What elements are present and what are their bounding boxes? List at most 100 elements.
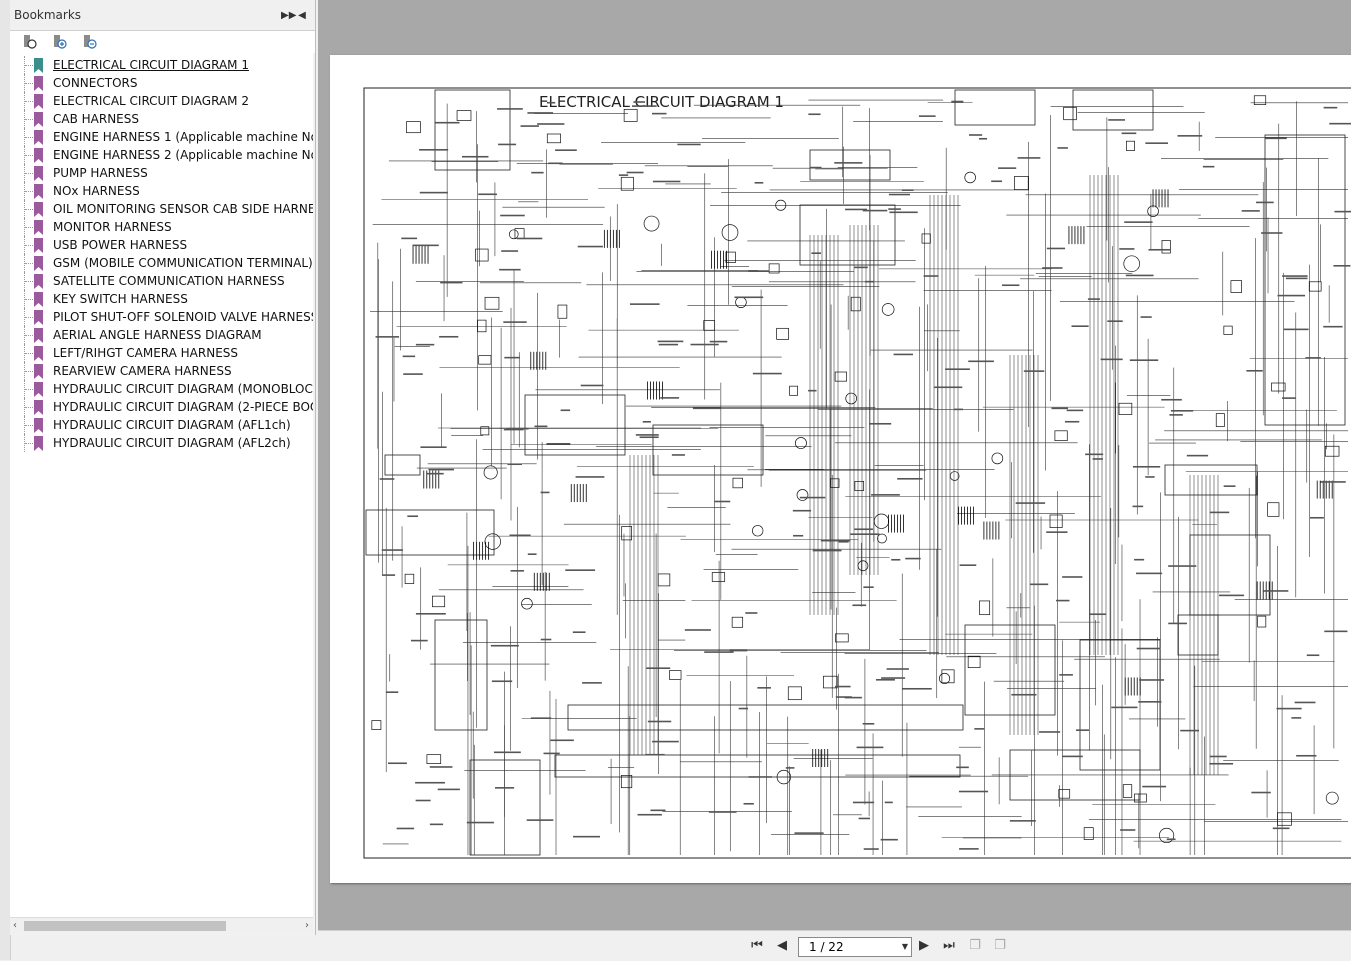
add-bookmark-icon[interactable] <box>52 34 68 50</box>
tree-connector <box>24 56 35 74</box>
bookmarks-title: Bookmarks <box>14 8 82 22</box>
bookmark-icon <box>34 327 43 343</box>
tree-connector <box>24 326 35 344</box>
expand-panel-icon[interactable]: ▶▶ <box>281 9 297 21</box>
bookmark-item[interactable]: HYDRAULIC CIRCUIT DIAGRAM (AFL1ch) <box>10 416 313 434</box>
find-bookmark-icon[interactable] <box>82 34 98 50</box>
bookmark-label: LEFT/RIHGT CAMERA HARNESS <box>53 346 239 360</box>
bookmark-item[interactable]: SATELLITE COMMUNICATION HARNESS <box>10 272 313 290</box>
tree-connector <box>24 182 35 200</box>
bookmark-label: HYDRAULIC CIRCUIT DIAGRAM (AFL2ch) <box>53 436 291 450</box>
bookmark-icon <box>34 417 43 433</box>
tree-connector <box>24 200 35 218</box>
bookmark-item[interactable]: NOx HARNESS <box>10 182 313 200</box>
single-page-icon[interactable]: ❐ <box>969 938 981 953</box>
bookmark-label: SATELLITE COMMUNICATION HARNESS <box>53 274 285 288</box>
bookmark-icon <box>34 111 43 127</box>
tree-connector <box>24 434 35 452</box>
bookmark-label: MONITOR HARNESS <box>53 220 172 234</box>
bookmark-icon <box>34 93 43 109</box>
bookmark-icon <box>34 345 43 361</box>
tree-connector <box>24 236 35 254</box>
scroll-left-icon[interactable]: ‹ <box>13 920 17 931</box>
bookmark-item[interactable]: GSM (MOBILE COMMUNICATION TERMINAL) HA <box>10 254 313 272</box>
bookmarks-header: Bookmarks ▶▶ ◀ <box>10 0 315 30</box>
tree-connector <box>24 146 35 164</box>
first-page-icon[interactable]: ⏮ <box>751 938 763 953</box>
last-page-icon[interactable]: ⏭ <box>943 938 955 953</box>
tree-connector <box>24 344 35 362</box>
bookmark-label: HYDRAULIC CIRCUIT DIAGRAM (AFL1ch) <box>53 418 291 432</box>
bookmark-icon <box>34 435 43 451</box>
document-view[interactable]: ELECTRICAL CIRCUIT DIAGRAM 1 <box>318 0 1351 930</box>
bookmark-item[interactable]: ELECTRICAL CIRCUIT DIAGRAM 2 <box>10 92 313 110</box>
tree-connector <box>24 128 35 146</box>
bookmark-item[interactable]: PUMP HARNESS <box>10 164 313 182</box>
tree-connector <box>24 308 35 326</box>
bookmark-label: HYDRAULIC CIRCUIT DIAGRAM (2-PIECE BOOM <box>53 400 313 414</box>
two-page-icon[interactable]: ❐ <box>994 938 1006 953</box>
bookmark-item[interactable]: CAB HARNESS <box>10 110 313 128</box>
expand-bookmark-icon[interactable] <box>22 34 38 50</box>
bookmark-item[interactable]: PILOT SHUT-OFF SOLENOID VALVE HARNESS <box>10 308 313 326</box>
prev-page-icon[interactable]: ◀ <box>777 938 787 953</box>
bookmark-label: ELECTRICAL CIRCUIT DIAGRAM 2 <box>53 94 249 108</box>
bookmark-icon <box>34 129 43 145</box>
bookmark-item[interactable]: ENGINE HARNESS 2 (Applicable machine No.… <box>10 146 313 164</box>
tree-connector <box>24 218 35 236</box>
bookmark-icon <box>34 255 43 271</box>
bookmark-label: NOx HARNESS <box>53 184 140 198</box>
bookmark-item[interactable]: HYDRAULIC CIRCUIT DIAGRAM (2-PIECE BOOM <box>10 398 313 416</box>
bookmark-item[interactable]: OIL MONITORING SENSOR CAB SIDE HARNESS <box>10 200 313 218</box>
bookmark-item[interactable]: HYDRAULIC CIRCUIT DIAGRAM (MONOBLOCK B <box>10 380 313 398</box>
diagram-title: ELECTRICAL CIRCUIT DIAGRAM 1 <box>539 93 784 111</box>
bookmark-item[interactable]: CONNECTORS <box>10 74 313 92</box>
page-number-input[interactable]: 1 / 22 ▼ <box>798 937 912 957</box>
bookmark-item[interactable]: AERIAL ANGLE HARNESS DIAGRAM <box>10 326 313 344</box>
horizontal-scrollbar[interactable]: ‹ › <box>10 917 313 934</box>
circuit-diagram: ELECTRICAL CIRCUIT DIAGRAM 1 <box>363 87 1351 859</box>
page-indicator: 1 / 22 <box>809 940 844 954</box>
bookmark-icon <box>34 309 43 325</box>
bookmark-item[interactable]: LEFT/RIHGT CAMERA HARNESS <box>10 344 313 362</box>
bookmark-item[interactable]: HYDRAULIC CIRCUIT DIAGRAM (AFL2ch) <box>10 434 313 452</box>
bookmark-item[interactable]: KEY SWITCH HARNESS <box>10 290 313 308</box>
bookmark-icon <box>34 381 43 397</box>
bookmark-label: KEY SWITCH HARNESS <box>53 292 188 306</box>
bookmark-icon <box>34 147 43 163</box>
tree-connector <box>24 254 35 272</box>
bookmark-item[interactable]: REARVIEW CAMERA HARNESS <box>10 362 313 380</box>
bookmark-label: ENGINE HARNESS 2 (Applicable machine No.… <box>53 148 313 162</box>
bookmark-icon <box>34 273 43 289</box>
bookmark-label: CONNECTORS <box>53 76 138 90</box>
bookmark-icon <box>34 183 43 199</box>
chevron-down-icon[interactable]: ▼ <box>901 942 908 951</box>
bookmark-label: CAB HARNESS <box>53 112 139 126</box>
tree-connector <box>24 110 35 128</box>
bookmark-icon <box>34 237 43 253</box>
collapse-panel-icon[interactable]: ◀ <box>298 9 306 21</box>
bookmarks-panel: Bookmarks ▶▶ ◀ ELECTRICAL CIRCUIT DIAGRA… <box>10 0 316 935</box>
bookmark-item[interactable]: MONITOR HARNESS <box>10 218 313 236</box>
bookmark-item[interactable]: USB POWER HARNESS <box>10 236 313 254</box>
tree-connector <box>24 416 35 434</box>
scrollbar-thumb[interactable] <box>24 921 226 931</box>
bookmark-label: REARVIEW CAMERA HARNESS <box>53 364 232 378</box>
page-navigation-bar: ⏮ ◀ 1 / 22 ▼ ▶ ⏭ ❐ ❐ <box>318 930 1351 961</box>
bookmark-label: ENGINE HARNESS 1 (Applicable machine No.… <box>53 130 313 144</box>
bookmark-icon <box>34 363 43 379</box>
bookmark-icon <box>34 165 43 181</box>
tree-connector <box>24 380 35 398</box>
bookmark-icon <box>34 291 43 307</box>
next-page-icon[interactable]: ▶ <box>919 938 929 953</box>
scroll-right-icon[interactable]: › <box>305 920 309 931</box>
bookmark-item[interactable]: ENGINE HARNESS 1 (Applicable machine No.… <box>10 128 313 146</box>
tree-connector <box>24 74 35 92</box>
tree-connector <box>24 92 35 110</box>
bookmarks-list: ELECTRICAL CIRCUIT DIAGRAM 1 CONNECTORS EL… <box>10 53 313 917</box>
bookmark-item[interactable]: ELECTRICAL CIRCUIT DIAGRAM 1 <box>10 56 313 74</box>
bookmark-icon <box>34 399 43 415</box>
tree-connector <box>24 362 35 380</box>
pdf-page: ELECTRICAL CIRCUIT DIAGRAM 1 <box>330 55 1351 883</box>
bookmark-label: AERIAL ANGLE HARNESS DIAGRAM <box>53 328 262 342</box>
